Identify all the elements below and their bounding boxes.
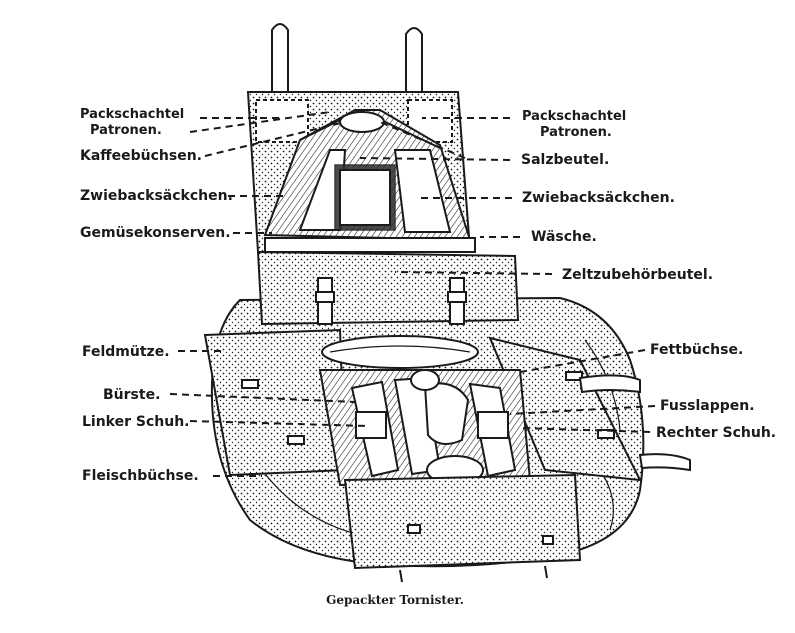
label-patronen-right: Patronen. [540, 125, 612, 140]
label-packschachtel-right: Packschachtel [522, 109, 626, 124]
leader-linker-schuh [189, 420, 369, 427]
label-fleischbuechse: Fleischbüchse. [82, 468, 199, 484]
label-linker-schuh: Linker Schuh. [82, 414, 190, 430]
leader-patronen-right [379, 121, 466, 159]
label-salzbeutel: Salzbeutel. [521, 152, 609, 168]
label-zeltzubehoerbeutel: Zeltzubehörbeutel. [562, 267, 713, 283]
label-zwiebacksaeckchen-left: Zwiebacksäckchen. [80, 188, 233, 204]
label-patronen-left: Patronen. [90, 123, 162, 138]
label-waesche: Wäsche. [531, 229, 597, 245]
front-flap [343, 473, 582, 583]
left-leader-lines [169, 111, 369, 477]
upper-contents [263, 108, 476, 253]
label-fusslappen: Fusslappen. [660, 398, 755, 414]
field-cap [321, 335, 479, 369]
right-leader-lines [359, 117, 656, 433]
label-packschachtel-left: Packschachtel [80, 107, 184, 122]
figure-caption: Gepackter Tornister. [326, 593, 464, 607]
shoulder-straps [271, 23, 423, 97]
leader-zeltzubehoerbeutel [394, 271, 553, 275]
leader-rechter-schuh [519, 427, 651, 433]
label-fettbuechse: Fettbüchse. [650, 342, 743, 358]
left-labels: Packschachtel Patronen. Kaffeebüchsen. Z… [80, 107, 233, 484]
label-buerste: Bürste. [103, 387, 160, 403]
label-kaffeebuechsen: Kaffeebüchsen. [80, 148, 202, 164]
leader-buerste [169, 393, 356, 403]
leader-fettbuechse [519, 349, 646, 373]
label-feldmuetze: Feldmütze. [82, 344, 170, 360]
leader-kaffeebuechsen [204, 121, 346, 157]
right-labels: Packschachtel Patronen. Salzbeutel. Zwie… [521, 109, 776, 441]
interior-items [318, 369, 532, 487]
label-rechter-schuh: Rechter Schuh. [656, 425, 776, 441]
tent-accessory-bag [256, 250, 520, 326]
label-gemuesekonserven: Gemüsekonserven. [80, 225, 231, 241]
knapsack-illustration [203, 23, 691, 583]
leader-salzbeutel [359, 157, 511, 161]
label-zwiebacksaeckchen-right: Zwiebacksäckchen. [522, 190, 675, 206]
leader-fusslappen [509, 405, 656, 415]
